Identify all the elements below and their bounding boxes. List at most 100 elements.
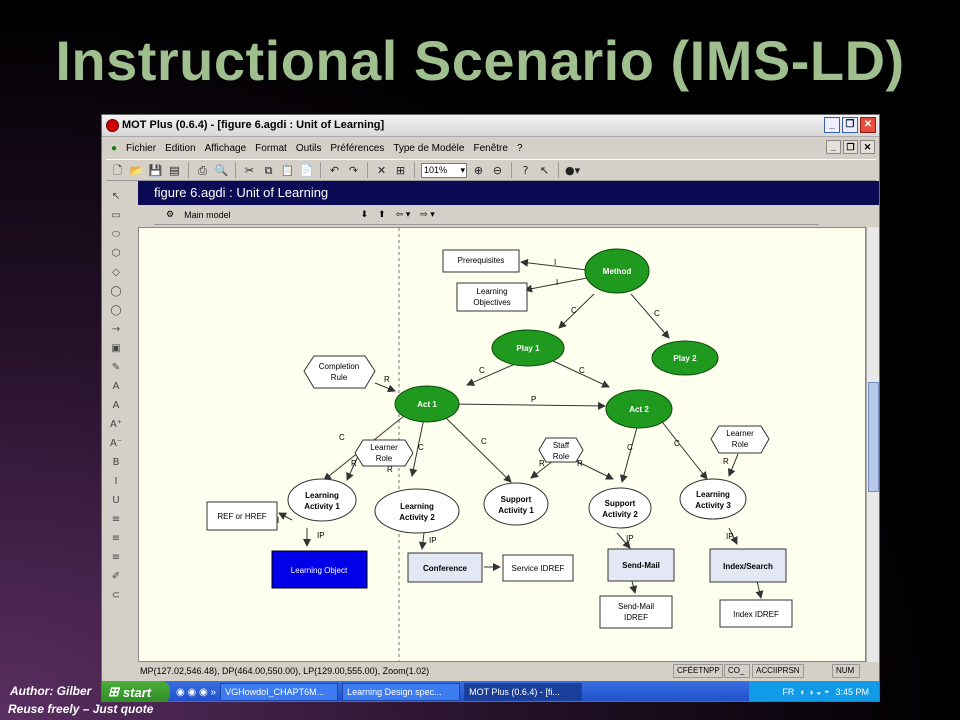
learner-role-principle-1[interactable]: Learner Role: [354, 439, 414, 467]
diagram-canvas[interactable]: I I C C C C R P C C C C C R R R R R I IP…: [138, 227, 866, 662]
context-help-icon[interactable]: ↖: [539, 163, 550, 177]
task-button[interactable]: VGHowdoI_CHAPT6M...: [220, 683, 339, 701]
learning-activity-1-node[interactable]: Learning Activity 1: [287, 478, 357, 522]
menu-outils[interactable]: Outils: [295, 142, 322, 154]
cut-icon[interactable]: ✂: [244, 163, 255, 177]
new-file-icon[interactable]: 🗋: [113, 163, 122, 177]
zoom-select[interactable]: 101%: [421, 162, 467, 178]
arrow-down-icon[interactable]: ⬇: [360, 209, 369, 219]
completion-rule-principle[interactable]: Completion Rule: [303, 355, 376, 389]
select-all-icon[interactable]: ⊞: [395, 163, 406, 177]
index-search-tool[interactable]: Index/Search: [709, 548, 787, 583]
quick-launch-icons[interactable]: ◉ ◉ ◉ »: [176, 686, 217, 698]
properties-icon[interactable]: ▤: [169, 163, 180, 177]
close-button[interactable]: ✕: [860, 117, 876, 133]
main-model-tab[interactable]: Main model: [184, 209, 231, 220]
principle-shape-icon[interactable]: ⬡: [111, 248, 121, 259]
vertical-scrollbar[interactable]: [866, 227, 879, 662]
index-idref-fact[interactable]: Index IDREF: [719, 599, 793, 628]
print-icon[interactable]: ⎙: [198, 163, 207, 177]
link-style-icon[interactable]: ⊂: [111, 590, 121, 601]
forward-arrow-icon[interactable]: ⇨ ▾: [420, 209, 435, 219]
vertical-scroll-thumb[interactable]: [868, 382, 879, 492]
method-node[interactable]: Method: [584, 248, 650, 294]
play-1-node[interactable]: Play 1: [491, 329, 565, 367]
play-2-node[interactable]: Play 2: [651, 340, 719, 376]
arrow-up-icon[interactable]: ⬆: [378, 209, 386, 219]
comment-icon[interactable]: ▣: [111, 343, 121, 354]
maximize-button[interactable]: ❐: [842, 117, 858, 133]
status-cell: ACCIIPRSN: [752, 664, 804, 678]
act-1-node[interactable]: Act 1: [394, 385, 460, 423]
underline-icon[interactable]: U: [112, 495, 120, 506]
menu-edition[interactable]: Edition: [165, 142, 196, 154]
menu-fenetre[interactable]: Fenêtre: [473, 142, 508, 154]
learner-role-principle-2[interactable]: Learner Role: [710, 425, 770, 454]
zoom-in-icon[interactable]: ⊕: [473, 163, 484, 177]
learning-objectives-fact[interactable]: Learning Objectives: [456, 282, 528, 312]
print-preview-icon[interactable]: 🔍: [214, 163, 229, 177]
doc-close-button[interactable]: ✕: [860, 140, 875, 154]
support-activity-2-node[interactable]: Support Activity 2: [588, 487, 652, 529]
support-activity-1-node[interactable]: Support Activity 1: [483, 482, 549, 526]
task-button[interactable]: Learning Design spec...: [342, 683, 461, 701]
prerequisites-fact[interactable]: Prerequisites: [442, 249, 520, 273]
send-mail-tool[interactable]: Send-Mail: [607, 548, 675, 582]
text-a-icon[interactable]: A: [112, 381, 120, 392]
font-shrink-icon[interactable]: A⁻: [109, 438, 123, 449]
ref-or-href-fact[interactable]: REF or HREF: [206, 501, 278, 531]
tray-icons[interactable]: ◐ ◑ ◒ ◓: [800, 687, 830, 697]
learning-object-node[interactable]: Learning Object: [271, 550, 368, 589]
menu-preferences[interactable]: Préférences: [330, 142, 385, 154]
menu-type-de-modele[interactable]: Type de Modèle: [393, 142, 465, 154]
minimize-button[interactable]: _: [824, 117, 840, 133]
windows-logo-icon: ⊞: [108, 684, 119, 699]
service-idref-fact[interactable]: Service IDREF: [502, 554, 574, 582]
menu-help[interactable]: ?: [516, 142, 523, 154]
open-folder-icon[interactable]: 📂: [129, 163, 144, 177]
example-shape-icon[interactable]: ◯: [110, 286, 122, 297]
learning-activity-3-node[interactable]: Learning Activity 3: [679, 478, 747, 520]
start-button[interactable]: ⊞start: [102, 681, 170, 701]
concept-shape-icon[interactable]: ▭: [111, 210, 121, 221]
link-tool-icon[interactable]: →: [111, 324, 121, 335]
menu-fichier[interactable]: Fichier: [126, 142, 157, 154]
send-mail-idref-fact[interactable]: Send-Mail IDREF: [599, 595, 673, 629]
redo-icon[interactable]: ↷: [348, 163, 359, 177]
help-icon[interactable]: ?: [522, 163, 529, 177]
act-2-node[interactable]: Act 2: [605, 389, 673, 429]
conference-tool[interactable]: Conference: [407, 552, 483, 583]
staff-role-principle[interactable]: Staff Role: [538, 437, 584, 463]
align-right-icon[interactable]: ≡: [111, 552, 121, 563]
fact-shape-icon[interactable]: ◇: [112, 267, 120, 278]
procedure-shape-icon[interactable]: ⬭: [111, 229, 121, 240]
menu-affichage[interactable]: Affichage: [204, 142, 247, 154]
svg-text:Role: Role: [376, 454, 393, 463]
undo-icon[interactable]: ↶: [329, 163, 340, 177]
copy-icon[interactable]: ⧉: [264, 163, 273, 177]
menu-format[interactable]: Format: [255, 142, 287, 154]
pointer-icon[interactable]: ↖: [111, 191, 121, 202]
doc-restore-button[interactable]: ❐: [843, 140, 858, 154]
format-painter-icon[interactable]: ✐: [111, 571, 121, 582]
trace-shape-icon[interactable]: ◯: [110, 305, 122, 316]
task-button-active[interactable]: MOT Plus (0.6.4) - [fi...: [464, 683, 583, 701]
font-grow-icon[interactable]: A⁺: [109, 419, 123, 430]
bold-icon[interactable]: B: [112, 457, 120, 468]
delete-icon[interactable]: ✕: [376, 163, 387, 177]
save-icon[interactable]: 💾: [148, 163, 163, 177]
brush-icon[interactable]: ✎: [111, 362, 121, 373]
doc-minimize-button[interactable]: _: [826, 140, 841, 154]
italic-icon[interactable]: I: [114, 476, 118, 487]
line-style-icon[interactable]: ●▾: [565, 163, 581, 177]
paste-icon[interactable]: 📋: [280, 163, 295, 177]
learning-activity-2-node[interactable]: Learning Activity 2: [374, 488, 460, 534]
zoom-out-icon[interactable]: ⊖: [492, 163, 503, 177]
paste-special-icon[interactable]: 📄: [299, 163, 314, 177]
back-arrow-icon[interactable]: ⇦ ▾: [395, 209, 411, 219]
align-center-icon[interactable]: ≡: [111, 533, 121, 544]
align-left-icon[interactable]: ≡: [111, 514, 121, 525]
language-indicator[interactable]: FR: [782, 687, 795, 697]
svg-text:Activity 2: Activity 2: [399, 513, 435, 522]
text-style-icon[interactable]: A: [112, 400, 120, 411]
